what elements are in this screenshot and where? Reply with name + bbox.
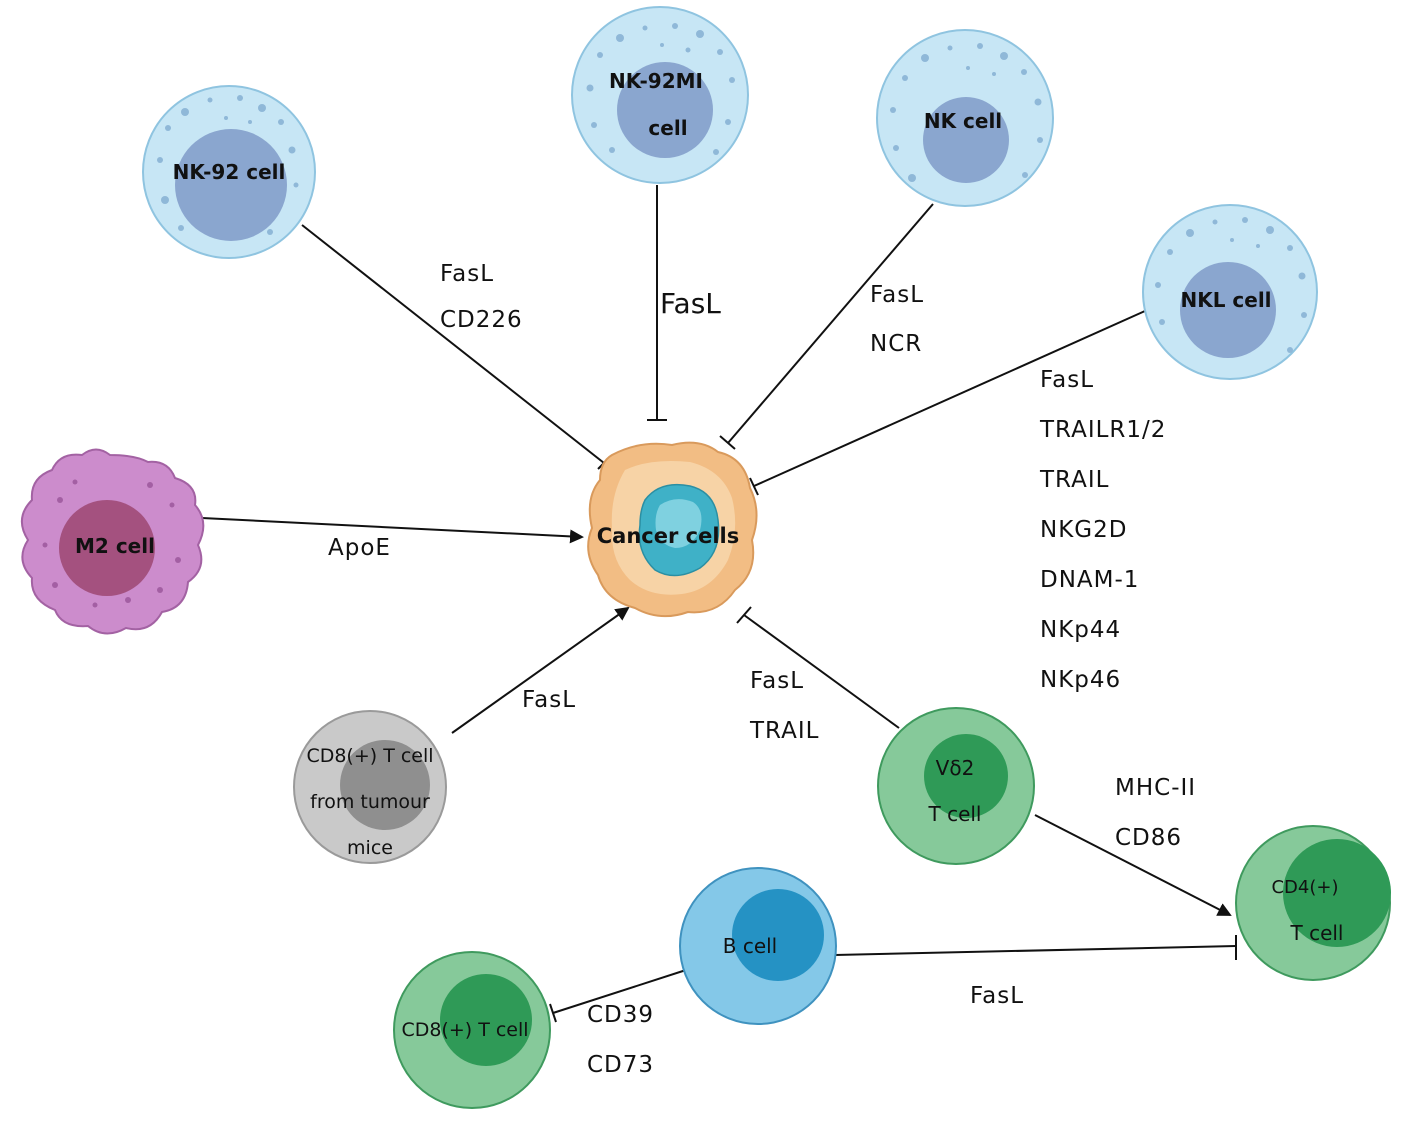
label-nkl-0: FasL <box>1040 367 1094 393</box>
label-nkl-4: DNAM-1 <box>1040 567 1139 593</box>
label-nkl-1: TRAILR1/2 <box>1039 417 1166 443</box>
cd8-tumour-cell: CD8(+) T cell from tumour mice <box>293 710 447 864</box>
nk-cell-label: NK cell <box>924 109 1002 133</box>
b-cell-label: B cell <box>723 934 778 958</box>
nk92mi-cell-label-line2: cell <box>648 116 687 140</box>
nkl-cell-label: NKL cell <box>1180 288 1271 312</box>
cd8-t-cell-label: CD8(+) T cell <box>401 1019 528 1041</box>
cd8-tumour-cell-label-line2: from tumour <box>310 791 430 813</box>
label-nkl-5: NKp44 <box>1040 617 1121 643</box>
cd4-t-cell-label-line2: T cell <box>1290 921 1344 945</box>
cd8-tumour-cell-label-line3: mice <box>347 837 393 859</box>
edge-b-to-cd4 <box>834 935 1237 960</box>
label-vd2-fasl: FasL <box>750 668 804 694</box>
nk92mi-cell: NK-92MI cell <box>571 6 749 184</box>
nkl-cell: NKL cell <box>1142 204 1318 380</box>
label-vd2-mhcii: MHC-II <box>1115 775 1196 801</box>
vd2-t-cell-label-line2: T cell <box>928 802 982 826</box>
cancer-cell: Cancer cells <box>587 441 758 618</box>
label-nkl-6: NKp46 <box>1040 667 1121 693</box>
cancer-cell-label: Cancer cells <box>597 524 739 548</box>
b-cell: B cell <box>679 867 837 1025</box>
cd8-tumour-cell-label-line1: CD8(+) T cell <box>306 745 433 767</box>
label-nkl-3: NKG2D <box>1040 517 1127 543</box>
nk92-cell-label: NK-92 cell <box>173 160 286 184</box>
label-b-cd8-cd39: CD39 <box>587 1002 654 1028</box>
label-vd2-cd86: CD86 <box>1115 825 1182 851</box>
label-nkl-2: TRAIL <box>1039 467 1109 493</box>
edge-vd2-to-cancer <box>736 606 900 729</box>
nk92mi-cell-label-line1: NK-92MI <box>609 69 703 93</box>
vd2-t-cell-label-line1: Vδ2 <box>936 756 975 780</box>
edge-m2-to-cancer <box>201 517 584 544</box>
m2-cell-label: M2 cell <box>75 534 155 558</box>
edge-cd8tumour-to-cancer <box>451 606 630 734</box>
vd2-t-cell: Vδ2 T cell <box>877 707 1035 865</box>
label-cd8tumour-fasl: FasL <box>522 687 576 713</box>
label-nk92-fasl: FasL <box>440 261 494 287</box>
edge-nk-to-cancer <box>719 203 934 450</box>
m2-cell: M2 cell <box>21 448 205 635</box>
edge-b-to-cd8 <box>549 969 687 1023</box>
edge-vd2-to-cd4 <box>1034 814 1232 916</box>
cd8-t-cell: CD8(+) T cell <box>393 951 551 1109</box>
edge-nk92mi-to-cancer <box>647 185 667 421</box>
nk92-cell: NK-92 cell <box>142 85 316 259</box>
label-nk92mi-fasl: FasL <box>660 287 721 320</box>
nk-cell: NK cell <box>876 29 1054 207</box>
label-nk92-cd226: CD226 <box>440 307 523 333</box>
cd4-t-cell-label-line1: CD4(+) <box>1271 877 1338 898</box>
label-m2-apoe: ApoE <box>328 535 391 561</box>
label-vd2-trail: TRAIL <box>749 718 819 744</box>
label-b-cd4-fasl: FasL <box>970 983 1024 1009</box>
label-nk-fasl: FasL <box>870 282 924 308</box>
cd4-t-cell: CD4(+) T cell <box>1235 825 1391 981</box>
label-nk-ncr: NCR <box>870 331 922 357</box>
label-b-cd8-cd73: CD73 <box>587 1052 654 1078</box>
edge-nkl-to-cancer <box>749 310 1146 496</box>
